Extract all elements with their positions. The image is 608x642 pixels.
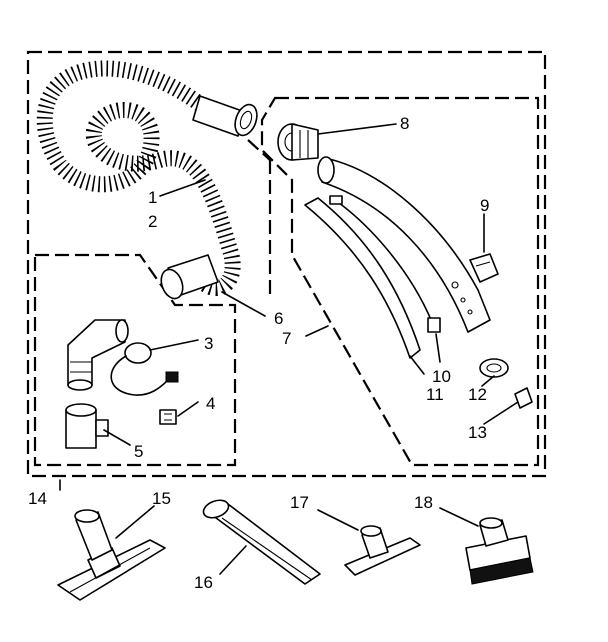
connector-block xyxy=(159,409,177,425)
label-18: 18 xyxy=(414,493,433,512)
cord-plug xyxy=(110,342,179,396)
label-11: 11 xyxy=(426,385,444,404)
ring xyxy=(479,358,509,378)
label-17: 17 xyxy=(290,493,309,512)
crevice-tool xyxy=(202,499,321,585)
label-8: 8 xyxy=(400,114,409,133)
swivel-elbow xyxy=(67,319,129,391)
wand-group-boundary xyxy=(260,96,540,467)
wire-harness xyxy=(304,195,441,359)
connector xyxy=(277,123,319,161)
floor-tool xyxy=(57,509,166,601)
hose-leader-6b xyxy=(247,139,271,161)
label-4: 4 xyxy=(206,394,215,413)
label-14: 14 xyxy=(28,489,47,508)
label-10: 10 xyxy=(432,367,451,386)
label-3: 3 xyxy=(204,334,213,353)
leader-lines xyxy=(59,123,519,575)
outer-boundary xyxy=(26,50,547,478)
small-clip xyxy=(514,387,533,409)
wand-handle xyxy=(317,156,491,333)
label-2: 2 xyxy=(148,212,157,231)
clip xyxy=(469,253,499,283)
label-13: 13 xyxy=(468,423,487,442)
label-6: 6 xyxy=(274,309,283,328)
label-16: 16 xyxy=(194,573,213,592)
label-9: 9 xyxy=(480,196,489,215)
upholstery-tool xyxy=(344,525,421,576)
hose xyxy=(35,59,258,300)
swivel-group-boundary xyxy=(33,253,237,467)
label-12: 12 xyxy=(468,385,487,404)
label-5: 5 xyxy=(134,442,143,461)
label-15: 15 xyxy=(152,489,171,508)
label-1: 1 xyxy=(148,188,157,207)
coupling xyxy=(65,403,109,449)
label-7: 7 xyxy=(282,329,291,348)
dusting-brush xyxy=(465,517,534,585)
